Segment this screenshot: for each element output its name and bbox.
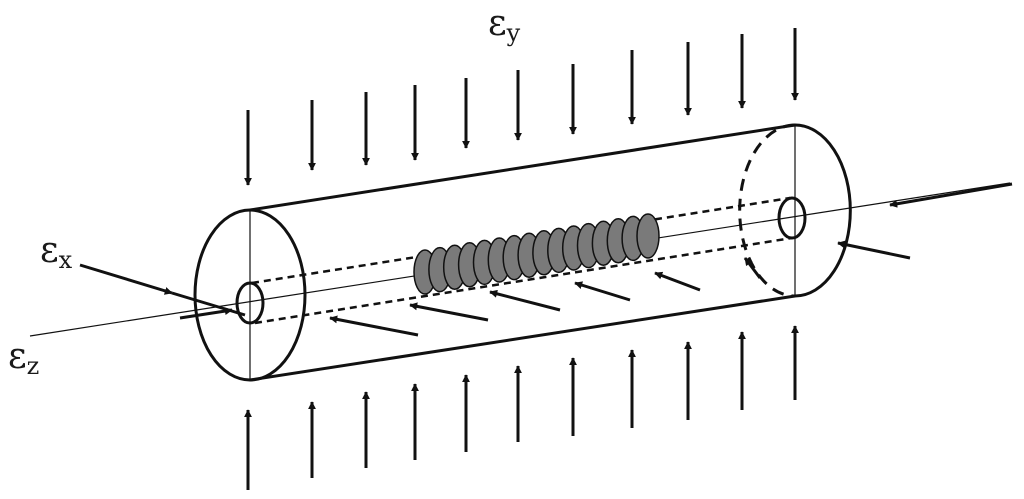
ez-right-arrow	[889, 182, 1013, 208]
ex-inner-arrow	[329, 315, 419, 337]
cylinder	[29, 123, 1011, 382]
ex-left-arrow	[79, 263, 173, 295]
ex-inner-arrow	[409, 302, 489, 322]
cylinder-back-face-hidden	[738, 123, 796, 298]
ex-inner-arrow	[654, 271, 701, 292]
disk-stack	[413, 213, 660, 295]
strain-arrows	[179, 28, 1013, 490]
cylinder-bottom-edge	[249, 294, 796, 382]
core-bottom-edge	[254, 236, 793, 325]
cylinder-back-face-visible	[794, 123, 852, 298]
ex-left-arrow-extension	[171, 291, 246, 317]
ez-left-arrow	[179, 307, 233, 320]
cylinder-top-edge	[249, 123, 796, 212]
ex-inner-arrow	[837, 240, 911, 260]
label-ey: εy	[488, 3, 521, 47]
ex-inner-arrow	[574, 281, 631, 302]
core-front-face	[235, 281, 265, 325]
disk	[636, 213, 660, 259]
label-ex: εx	[40, 230, 73, 274]
ex-inner-arrow	[743, 257, 762, 279]
ex-inner-arrow	[489, 289, 561, 312]
core-top-edge	[251, 196, 791, 285]
label-ez: εz	[8, 336, 39, 380]
